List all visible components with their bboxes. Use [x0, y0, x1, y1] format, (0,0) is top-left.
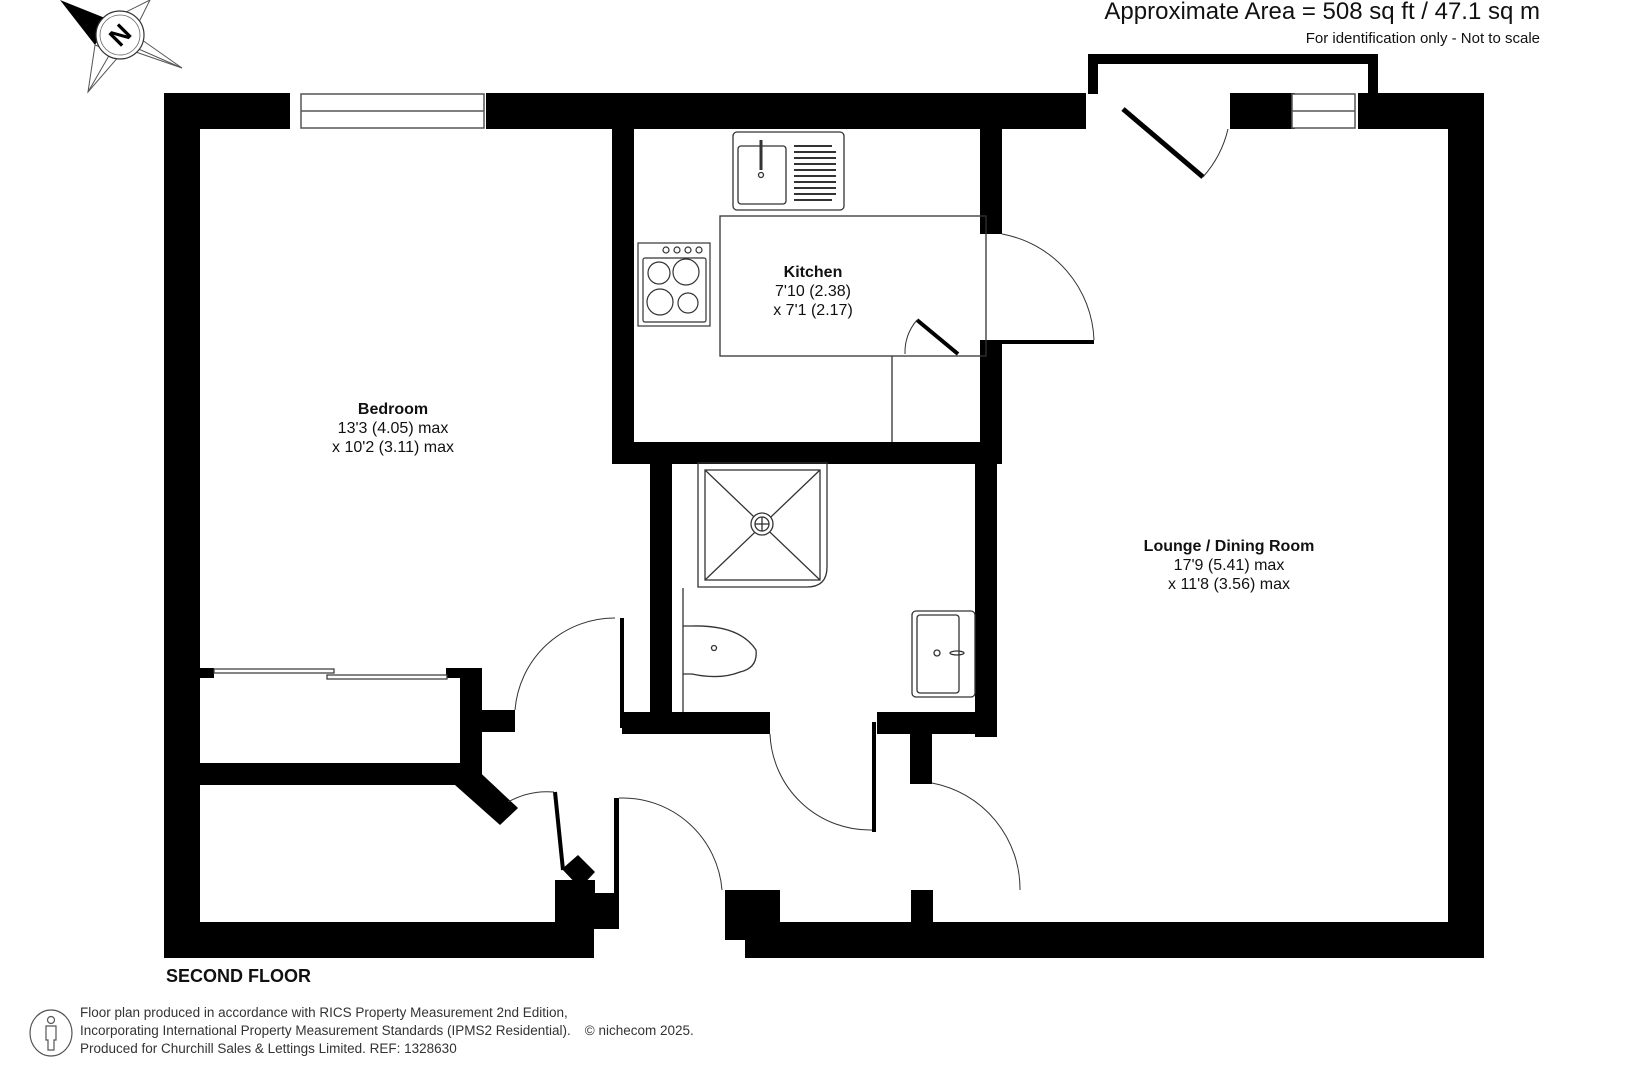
room-dimension: x 7'1 (2.17) — [773, 302, 853, 319]
room-dimension: 7'10 (2.38) — [774, 283, 851, 300]
copyright: © nichecom 2025. — [584, 1023, 694, 1038]
wardrobe-doors — [213, 668, 448, 680]
window-bedroom — [300, 93, 485, 129]
shower-tray-icon — [697, 462, 828, 588]
room-label-bedroom: Bedroom 13'3 (4.05) max x 10'2 (3.11) ma… — [332, 400, 454, 457]
room-name: Lounge / Dining Room — [1143, 538, 1315, 555]
footer-line-1: Floor plan produced in accordance with R… — [80, 1005, 568, 1020]
kitchen-fittings — [719, 131, 987, 442]
window-lounge — [1291, 93, 1356, 129]
footer-disclaimer: Floor plan produced in accordance with R… — [80, 1004, 694, 1058]
room-dimension: 17'9 (5.41) max — [1173, 557, 1285, 574]
footer-line-2: Incorporating International Property Mea… — [80, 1023, 571, 1038]
approximate-area: Approximate Area = 508 sq ft / 47.1 sq m — [1104, 0, 1540, 25]
north-compass-icon: N — [60, 0, 183, 94]
footer-line-3: Produced for Churchill Sales & Lettings … — [80, 1041, 457, 1056]
scale-note: For identification only - Not to scale — [1305, 30, 1540, 47]
room-name: Kitchen — [783, 264, 843, 281]
room-label-lounge: Lounge / Dining Room 17'9 (5.41) max x 1… — [1144, 537, 1315, 594]
room-label-kitchen: Kitchen 7'10 (2.38) x 7'1 (2.17) — [773, 263, 853, 320]
toilet-icon — [682, 588, 757, 712]
room-dimension: x 11'8 (3.56) max — [1168, 576, 1290, 593]
walls — [164, 54, 1484, 958]
room-dimension: x 10'2 (3.11) max — [332, 439, 454, 456]
room-dimension: 13'3 (4.05) max — [337, 420, 449, 437]
basin-icon — [911, 610, 976, 698]
doors — [507, 107, 1229, 891]
floor-title: SECOND FLOOR — [166, 966, 312, 986]
person-icon — [29, 1009, 73, 1057]
room-name: Bedroom — [357, 401, 429, 418]
hob-icon — [637, 242, 711, 327]
